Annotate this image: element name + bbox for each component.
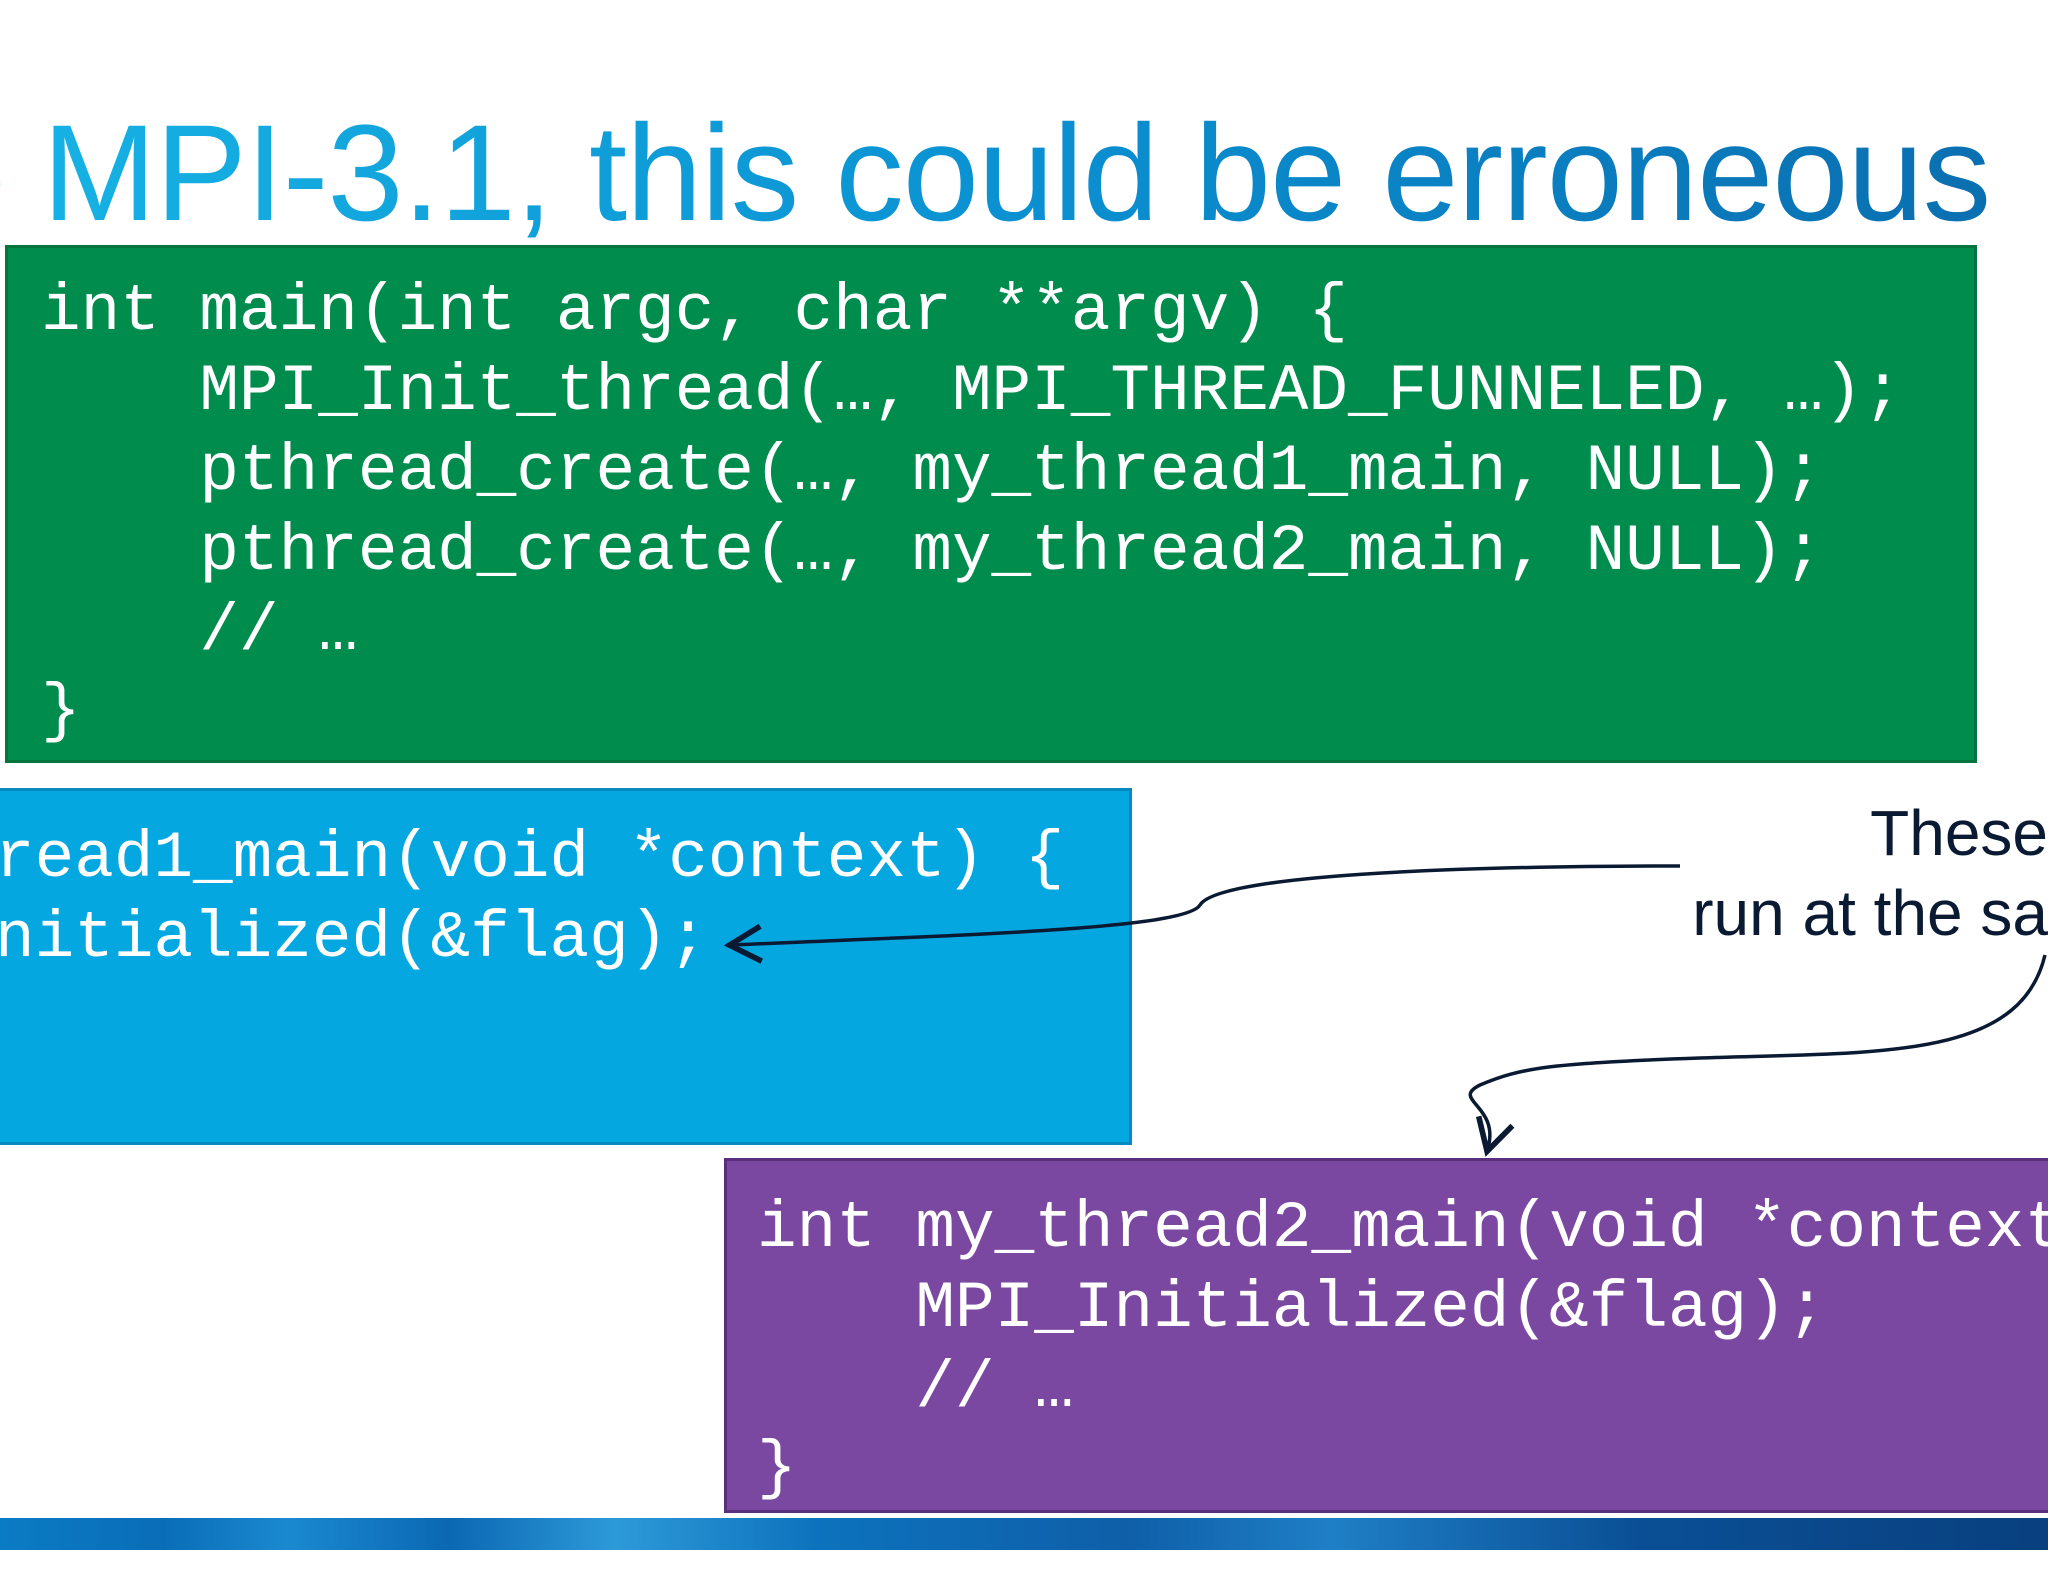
main-code-box: int main(int argc, char **argv) { MPI_In… [5, 245, 1977, 763]
code-line: // … [41, 594, 358, 669]
thread1-code-box: read1_main(void *context) { nitialized(&… [0, 788, 1132, 1145]
callout-line-1: These [1870, 797, 2048, 869]
code-line: MPI_Init_thread(…, MPI_THREAD_FUNNELED, … [41, 354, 1903, 429]
code-line: // … [757, 1351, 1074, 1426]
code-line: int main(int argc, char **argv) { [41, 274, 1349, 349]
main-code-lines: int main(int argc, char **argv) { MPI_In… [41, 272, 1974, 752]
thread2-code-box: int my_thread2_main(void *context MPI_In… [724, 1158, 2048, 1513]
code-line: nitialized(&flag); [0, 901, 708, 976]
callout-text: These run at the sa [1692, 793, 2048, 953]
code-line: pthread_create(…, my_thread1_main, NULL)… [41, 434, 1824, 509]
footer-bar [0, 1518, 2048, 1550]
callout-line-2: run at the sa [1692, 877, 2048, 949]
code-line: pthread_create(…, my_thread2_main, NULL)… [41, 514, 1824, 589]
code-line: } [757, 1431, 797, 1506]
code-line: read1_main(void *context) { [0, 821, 1065, 896]
slide-title: e MPI-3.1, this could be erroneous [0, 105, 1991, 242]
code-line: MPI_Initialized(&flag); [757, 1271, 1827, 1346]
arrow-to-thread2 [1468, 954, 2047, 1157]
thread1-code-lines: read1_main(void *context) { nitialized(&… [0, 819, 1129, 979]
code-line: int my_thread2_main(void *context [757, 1191, 2048, 1266]
code-line: } [41, 674, 81, 749]
thread2-code-lines: int my_thread2_main(void *context MPI_In… [757, 1189, 2048, 1509]
